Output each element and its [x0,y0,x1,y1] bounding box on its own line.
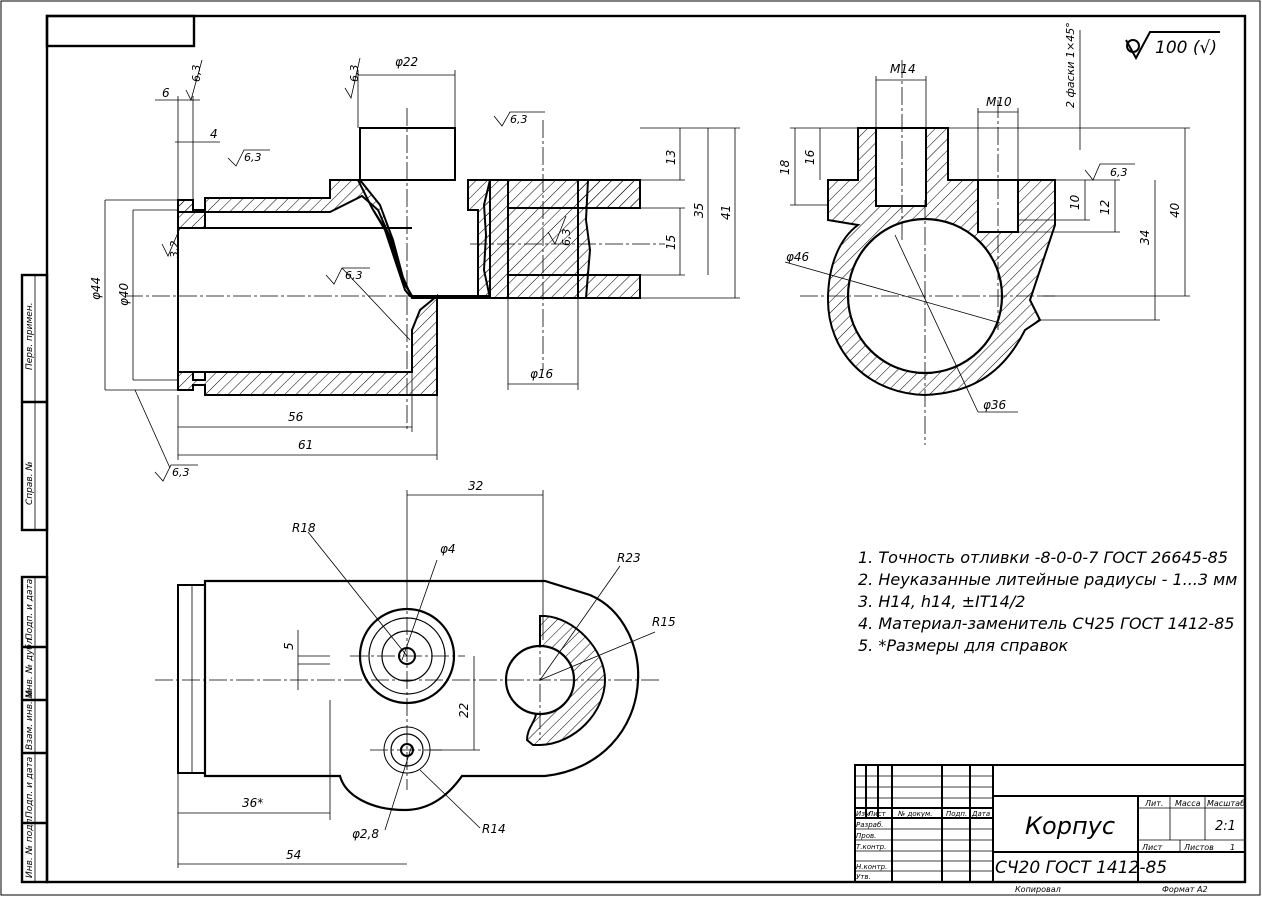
dim-side-chamfer: 2 фаски 1×45° [1064,22,1077,108]
side-label-inv-podl: Инв. № подл. [25,816,35,878]
tb-row-razrab: Разраб. [856,821,884,829]
dim-top-36: 36* [242,796,263,810]
dim-top-r15: R15 [652,615,676,629]
rough-side-1: 6,3 [1110,166,1128,179]
note-2: 2. Неуказанные литейные радиусы - 1...3 … [858,570,1237,589]
dim-front-d40: φ40 [117,282,131,306]
dim-side-40: 40 [1168,202,1182,218]
dim-side-16: 16 [803,149,817,165]
dim-side-d36: φ36 [983,398,1007,412]
dim-front-d44: φ44 [89,277,103,300]
dim-top-54: 54 [286,848,301,862]
side-label-podp2: Подп. и дата [25,757,35,818]
dim-top-22: 22 [457,703,471,718]
tb-col-date: Дата [971,810,990,818]
tb-scale-label: Масштаб [1207,799,1245,808]
roughness-general-text: 100 (√) [1155,38,1217,58]
dim-side-34: 34 [1138,230,1152,245]
front-roughness: 6,3 6,3 6,3 6,3 3,2 6,3 6,3 6,3 [134,57,573,482]
tb-row-nkontr: Н.контр. [856,863,887,871]
dim-front-d16: φ16 [530,367,554,381]
front-section-view [125,108,665,430]
tb-sheets-count: 1 [1230,843,1235,852]
dim-front-35: 35 [692,203,706,218]
tb-col-doc: № докум. [897,810,933,818]
dim-front-41: 41 [719,205,733,220]
tb-format: Формат А2 [1162,885,1208,894]
note-5: 5. *Размеры для справок [858,636,1069,655]
technical-notes: 1. Точность отливки -8-0-0-7 ГОСТ 26645-… [858,548,1237,655]
dim-front-61: 61 [298,438,313,452]
rough-front-6: 6,3 [560,229,573,247]
tb-col-sign: Подп. [946,810,967,818]
dim-top-d28: φ2,8 [352,827,379,841]
note-3: 3. H14, h14, ±IT14/2 [858,592,1025,611]
rough-front-3: 6,3 [510,113,528,126]
tb-mass-label: Масса [1175,799,1201,808]
dim-front-56: 56 [288,410,304,424]
tb-col-list: Лист [867,810,887,818]
tb-sheet-label: Лист [1141,843,1163,852]
rough-front-1: 6,3 [190,65,203,83]
dim-front-13: 13 [664,150,678,165]
note-4: 4. Материал-заменитель СЧ25 ГОСТ 1412-85 [858,614,1234,633]
dim-top-32: 32 [468,479,483,493]
rough-front-7: 6,3 [345,269,363,282]
dim-top-r14: R14 [482,822,506,836]
dim-side-18: 18 [778,159,792,175]
top-dimensions: 32 R18 φ4 R23 R15 5 22 36* 54 φ2,8 R14 [177,479,676,868]
dim-top-5: 5 [282,642,296,650]
tb-material: СЧ20 ГОСТ 1412-85 [995,858,1167,878]
front-dimensions: φ22 6 4 φ44 φ40 56 61 φ16 13 [89,55,740,460]
note-1: 1. Точность отливки -8-0-0-7 ГОСТ 26645-… [858,548,1228,567]
dim-side-10: 10 [1068,194,1082,210]
general-roughness: 100 (√) [1125,31,1220,61]
side-label-sprav: Справ. № [25,461,35,505]
tb-scale-value: 2:1 [1215,819,1236,834]
tb-row-tkontr: Т.контр. [856,843,886,851]
side-label-perv: Перв. примен. [25,302,35,370]
tb-row-prov: Пров. [856,832,876,840]
top-view [155,579,660,812]
side-label-podp1: Подп. и дата [25,579,35,640]
dim-front-15: 15 [664,235,678,250]
title-block: Лит. Масса Масштаб 2:1 Лист Листов 1 Кор… [854,764,1246,894]
rough-front-2: 6,3 [348,65,361,83]
dim-front-4: 4 [210,127,218,141]
dim-top-d4: φ4 [440,542,456,556]
side-dimensions: M14 M10 2 фаски 1×45° 18 16 10 12 34 40 … [778,22,1190,413]
dim-top-r23: R23 [617,551,641,565]
side-label-inv-dubl: Инв. № дубл. [25,635,35,697]
tb-row-utv: Утв. [856,873,871,881]
tb-part-name: Корпус [1025,812,1115,840]
dim-top-r18: R18 [292,521,316,535]
corner-stamp [45,14,196,48]
drawing-frame [45,14,1247,884]
side-label-vzam: Взам. инв. № [25,689,35,750]
rough-front-4: 6,3 [244,151,262,164]
dim-front-6: 6 [162,86,170,100]
dim-side-d46: φ46 [786,250,810,264]
side-section-view [800,60,1056,445]
dim-side-m14: M14 [890,62,916,76]
dim-side-m10: M10 [986,95,1012,109]
dim-front-d22: φ22 [395,55,418,69]
tb-copied: Копировал [1015,885,1061,894]
left-margin-table: Перв. примен. Справ. № Подп. и дата Инв.… [20,273,49,884]
tb-col-izm: Изм [856,810,871,818]
tb-lit-label: Лит. [1144,799,1163,808]
rough-front-5: 3,2 [168,241,181,259]
rough-front-8: 6,3 [172,466,190,479]
dim-side-12: 12 [1098,200,1112,215]
tb-sheets-label: Листов [1183,843,1214,852]
